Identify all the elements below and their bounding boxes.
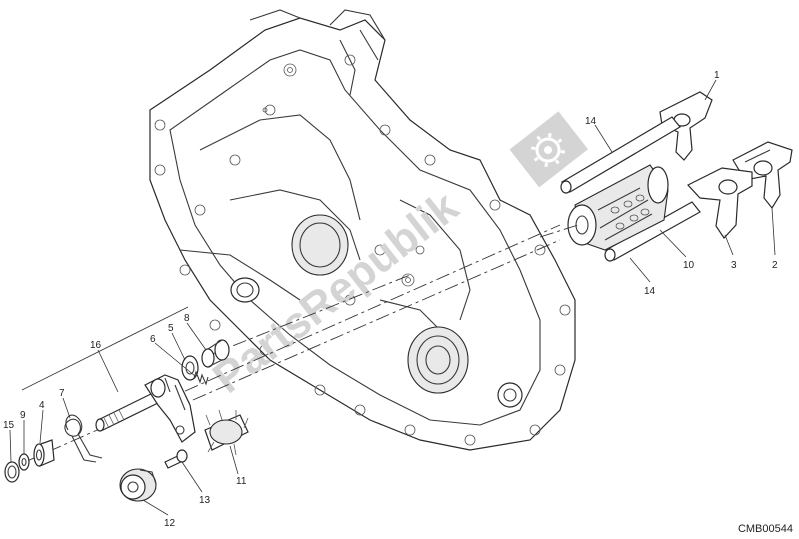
selector-fork-3: [687, 167, 753, 239]
shift-shaft: [95, 374, 196, 443]
callout-15: 15: [3, 420, 15, 431]
callout-8: 8: [184, 313, 190, 324]
return-spring-7: [64, 414, 103, 463]
callout-5: 5: [168, 323, 174, 334]
bushing-8: [201, 339, 230, 368]
cam-12: [119, 468, 157, 502]
callout-11: 11: [236, 476, 247, 487]
seal-5: [181, 355, 199, 381]
index-wheel-11: [204, 409, 249, 456]
assembly-axes: [24, 224, 561, 463]
callout-1: 1: [714, 70, 720, 81]
callout-6: 6: [150, 334, 156, 345]
fork-rod-upper: [560, 116, 681, 194]
crankcase-half: [149, 9, 576, 451]
callout-4: 4: [39, 400, 45, 411]
shift-drum: [539, 164, 669, 251]
callout-7: 7: [59, 388, 65, 399]
bush-4: [33, 439, 55, 467]
bolt-13: [164, 449, 188, 469]
callout-3: 3: [731, 260, 737, 271]
selector-fork-2: [732, 141, 793, 210]
callout-2: 2: [772, 260, 778, 271]
circlip-15: [4, 461, 20, 483]
spring-6: [193, 370, 209, 386]
callout-14-lower: 14: [644, 286, 656, 297]
washer-9: [18, 453, 30, 471]
callouts: 1 14 10 3 2 14 16 5 8 6 7 4 9 15 11 13 1…: [3, 70, 778, 529]
drawing-code: CMB00544: [737, 523, 793, 535]
callout-14-upper: 14: [585, 116, 597, 127]
callout-12: 12: [164, 518, 176, 529]
callout-9: 9: [20, 410, 26, 421]
callout-10: 10: [683, 260, 695, 271]
watermark-gear-icon: [509, 111, 588, 188]
callout-16: 16: [90, 340, 102, 351]
callout-13: 13: [199, 495, 211, 506]
leader-lines: [9, 79, 776, 516]
